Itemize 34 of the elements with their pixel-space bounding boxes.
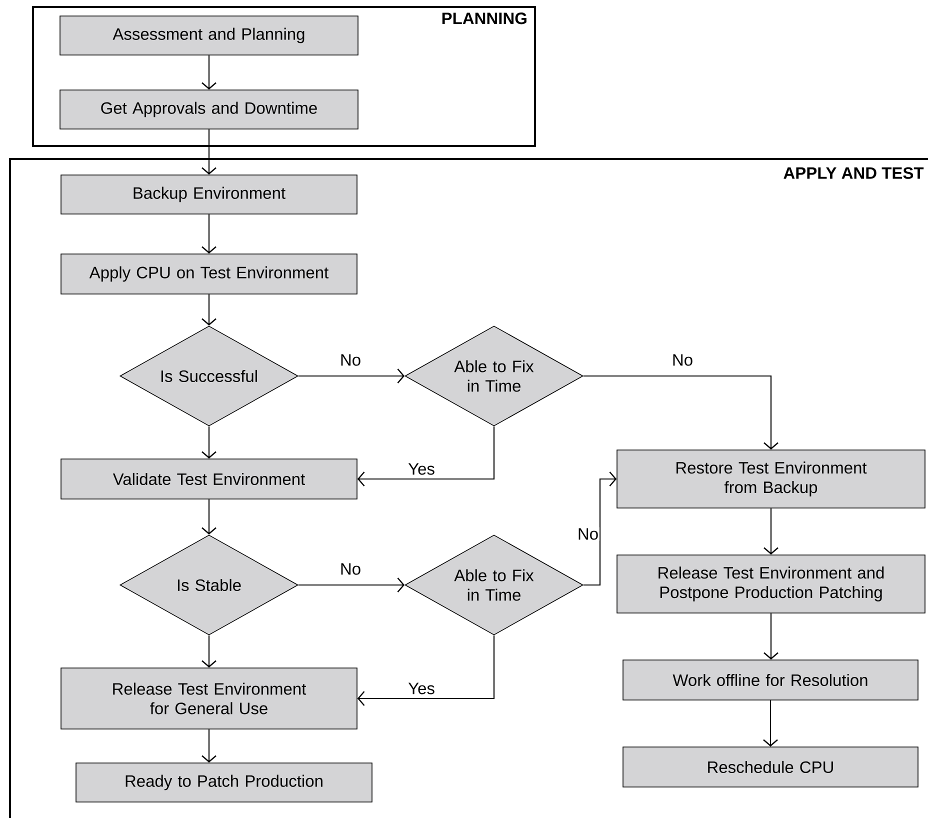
- arrow: [202, 729, 216, 763]
- edge-label: No: [338, 562, 362, 576]
- arrow: [298, 578, 405, 592]
- process-box: Assessment and Planning: [60, 16, 358, 56]
- arrow: [357, 635, 495, 706]
- process-box: Release Test Environment for General Use: [60, 668, 358, 730]
- process-box: Ready to Patch Production: [76, 762, 372, 802]
- edge-label: Yes: [407, 462, 436, 476]
- process-box: Get Approvals and Downtime: [60, 90, 358, 130]
- process-box: Restore Test Environment from Backup: [616, 450, 926, 508]
- arrow: [202, 55, 216, 90]
- process-box: Validate Test Environment: [60, 458, 358, 500]
- edge-label: No: [338, 353, 362, 367]
- arrow: [583, 375, 778, 450]
- edge-label: Yes: [407, 682, 436, 696]
- arrow: [202, 499, 216, 535]
- arrow: [202, 635, 216, 668]
- process-box: Work offline for Resolution: [622, 660, 918, 700]
- arrow: [357, 426, 495, 486]
- process-box: Apply CPU on Test Environment: [60, 254, 358, 294]
- process-box: Release Test Environment and Postpone Production Patching: [616, 554, 926, 614]
- arrow: [202, 214, 216, 254]
- arrow: [202, 426, 216, 459]
- process-box: Reschedule CPU: [622, 746, 918, 788]
- arrow: [202, 129, 216, 175]
- arrow: [764, 508, 778, 555]
- edge-label: No: [576, 527, 600, 541]
- arrow: [202, 294, 216, 326]
- process-box: Backup Environment: [60, 174, 358, 214]
- edge-label: No: [670, 353, 694, 367]
- arrow: [583, 472, 617, 586]
- arrow: [764, 613, 778, 660]
- arrow: [298, 368, 405, 384]
- arrow: [763, 700, 778, 747]
